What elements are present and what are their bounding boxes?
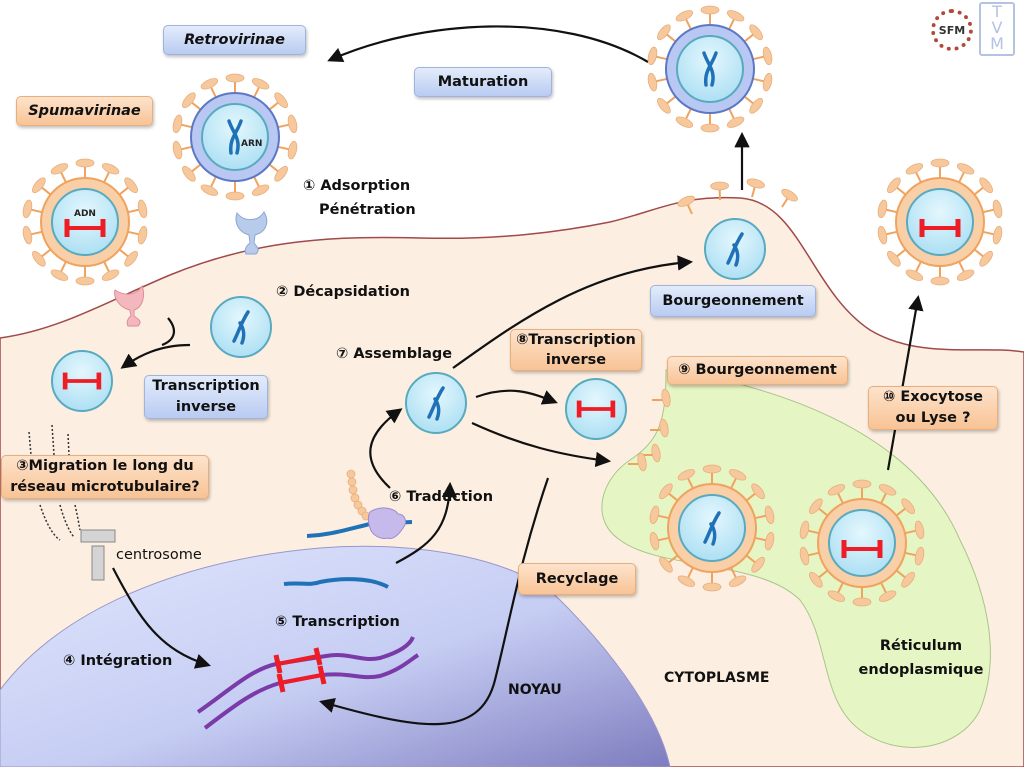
reverse-transcription-line2: inverse (145, 397, 267, 418)
step2-decapsidation-label: ② Décapsidation (276, 282, 410, 302)
step5-transcription-label: ⑤ Transcription (275, 612, 400, 632)
arrow-maturation (330, 26, 648, 62)
sfm-logo-text: SFM (939, 24, 965, 37)
step10-line2: ou Lyse ? (869, 408, 997, 429)
er-label-line1: Réticulum (866, 636, 976, 656)
centrosome-label: centrosome (116, 545, 202, 565)
step9-budding-box: ⑨ Bourgeonnement (667, 356, 848, 385)
step8-capsid-dna (566, 379, 626, 439)
nucleus-label: NOYAU (508, 680, 562, 700)
step8-reverse-transcription-box: ⑧Transcription inverse (510, 329, 642, 371)
step7-assembly-label: ⑦ Assemblage (336, 344, 452, 364)
tvm-m: M (981, 36, 1013, 52)
step3-migration-box: ③Migration le long du réseau microtubula… (1, 455, 209, 499)
budding-capsid-rna (705, 219, 765, 279)
reverse-transcription-box: Transcription inverse (144, 375, 268, 419)
reverse-transcribed-capsid-dna (52, 351, 112, 411)
retrovirus-virion-arn: ARN (172, 74, 299, 200)
step10-line1: ⑩ Exocytose (869, 387, 997, 408)
sfm-logo: SFM (931, 9, 973, 51)
tvm-logo: T V M (979, 2, 1015, 56)
decapsidated-capsid-rna (211, 297, 271, 357)
retrovirinae-label: Retrovirinae (163, 25, 306, 55)
budding-box: Bourgeonnement (650, 285, 816, 317)
reverse-transcription-line1: Transcription (145, 376, 267, 397)
step8-line1: ⑧Transcription (511, 330, 641, 350)
spumavirus-virion-adn: ADN (22, 159, 149, 285)
step1-penetration-label: Pénétration (319, 200, 416, 220)
step4-integration-label: ④ Intégration (63, 651, 172, 671)
assembled-capsid-rna (406, 373, 466, 433)
step1-adsorption-label: ① Adsorption (303, 176, 410, 196)
mature-retrovirus-virion (647, 6, 774, 132)
step6-translation-label: ⑥ Traduction (389, 487, 493, 507)
released-spumavirus-virion (877, 159, 1004, 285)
step3-line1: ③Migration le long du (2, 456, 208, 477)
maturation-label: Maturation (414, 67, 552, 97)
adn-label: ADN (74, 209, 96, 219)
step3-line2: réseau microtubulaire? (2, 477, 208, 498)
arn-label: ARN (241, 139, 262, 149)
spumavirinae-label: Spumavirinae (16, 96, 153, 126)
recycling-box: Recyclage (518, 563, 636, 595)
cytoplasm-label: CYTOPLASME (664, 668, 769, 688)
step8-line2: inverse (511, 350, 641, 370)
er-label-line2: endoplasmique (856, 660, 986, 680)
step10-exocytosis-box: ⑩ Exocytose ou Lyse ? (868, 386, 998, 430)
